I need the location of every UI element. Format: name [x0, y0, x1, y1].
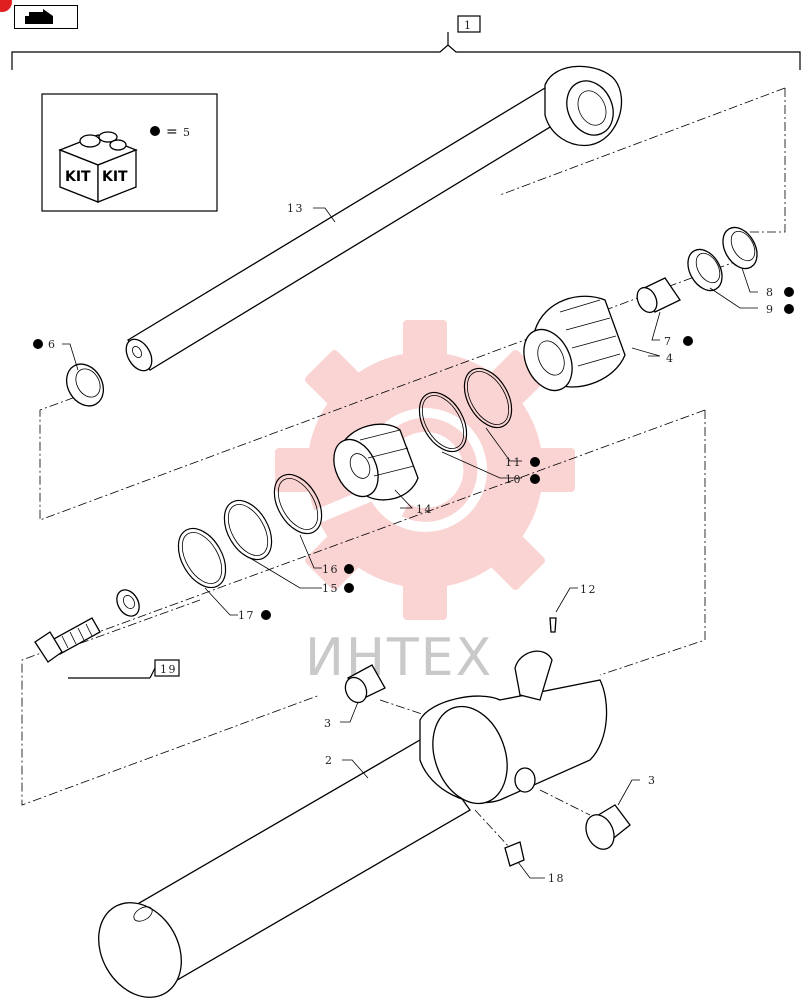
seal-ring-15 — [223, 499, 273, 561]
nipple-12 — [549, 617, 557, 633]
seal-ring-17 — [177, 527, 227, 589]
callout-6-dot — [33, 339, 43, 349]
seal-ring-8 — [722, 226, 758, 270]
cylinder-barrel — [98, 650, 608, 998]
washer — [116, 589, 140, 617]
corner-marker — [0, 0, 12, 12]
callout-9: 9 — [766, 303, 775, 316]
back-button[interactable] — [14, 5, 78, 29]
callout-8-dot — [784, 287, 794, 297]
callout-7: 7 — [664, 335, 673, 348]
kit-label-right: KIT — [102, 169, 128, 185]
gland — [523, 295, 626, 392]
bushing — [636, 277, 681, 314]
seal-ring-9 — [687, 248, 723, 292]
callout-13: 13 — [287, 202, 304, 215]
callout-17: 17 — [238, 609, 255, 622]
callout-9-dot — [784, 304, 794, 314]
piston-rod — [125, 65, 623, 372]
assembly-bracket — [11, 15, 801, 70]
watermark-text: ИНТЕХ — [305, 628, 493, 688]
kit-label-left: KIT — [65, 169, 91, 185]
kit-equals: = — [166, 124, 178, 140]
kit-box: KIT KIT = — [41, 93, 218, 212]
grease-fitting — [504, 841, 525, 867]
bushing-3-upper — [344, 664, 386, 704]
callout-1: 1 — [464, 19, 473, 32]
callout-4: 4 — [666, 352, 675, 365]
callout-14: 14 — [416, 503, 433, 516]
leader-lines — [62, 207, 758, 879]
back-arrow-icon — [25, 9, 53, 24]
callout-11: 11 — [505, 456, 522, 469]
assembly-lines — [21, 87, 786, 849]
callout-17-dot — [261, 610, 271, 620]
wiper-seal — [65, 363, 105, 407]
callout-12: 12 — [580, 583, 597, 596]
callout-2: 2 — [325, 754, 334, 767]
callout-16: 16 — [322, 563, 339, 576]
callout-18: 18 — [548, 872, 565, 885]
callout-11-dot — [530, 457, 540, 467]
o-ring-11 — [463, 367, 513, 429]
callout-5: 5 — [183, 126, 192, 139]
bolt — [34, 617, 101, 663]
bushing-3-lower — [585, 804, 631, 850]
callout-10: 10 — [505, 473, 522, 486]
callout-6: 6 — [48, 338, 57, 351]
o-ring-10 — [418, 391, 468, 453]
callout-7-dot — [683, 336, 693, 346]
callout-8: 8 — [766, 286, 775, 299]
callout-15: 15 — [322, 582, 339, 595]
seal-ring-16 — [273, 473, 323, 535]
callout-10-dot — [530, 474, 540, 484]
callout-15-dot — [344, 583, 354, 593]
callout-3-upper: 3 — [324, 717, 333, 730]
piston — [333, 423, 419, 501]
callout-3-lower: 3 — [648, 774, 657, 787]
callout-19: 19 — [160, 663, 177, 676]
callout-16-dot — [344, 564, 354, 574]
watermark-gear-icon — [275, 320, 575, 620]
bracket-19 — [68, 659, 180, 679]
